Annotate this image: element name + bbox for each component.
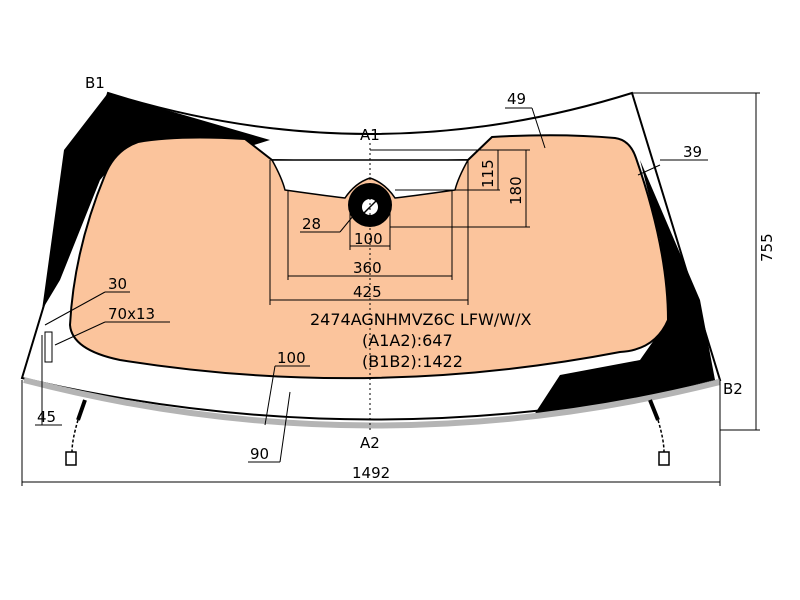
dim-30: 30: [108, 275, 127, 293]
frit-right: [532, 160, 715, 418]
dim-49: 49: [507, 90, 526, 108]
dim-425: 425: [353, 283, 382, 301]
dim-100-bottom: 100: [277, 349, 306, 367]
label-b1: B1: [85, 74, 105, 92]
label-a2: A2: [360, 434, 380, 452]
dim-1492: 1492: [352, 464, 390, 482]
sensor-diag: [356, 193, 384, 221]
dim-180: 180: [507, 176, 525, 205]
dim-28: 28: [302, 215, 321, 233]
connector-right: [648, 399, 670, 466]
label-b2: B2: [723, 380, 743, 398]
marker-rect: [44, 331, 53, 363]
connector-left: [65, 399, 87, 466]
product-a1a2: (A1A2):647: [362, 331, 453, 350]
dim-100-top: 100: [354, 230, 383, 248]
dim-lines: [21, 92, 760, 486]
product-b1b2: (B1B2):1422: [362, 352, 463, 371]
dim-360: 360: [353, 259, 382, 277]
dim-90: 90: [250, 445, 269, 463]
label-a1: A1: [360, 126, 380, 144]
dim-755: 755: [758, 233, 776, 262]
dim-39: 39: [683, 143, 702, 161]
bottom-seal: [23, 377, 721, 429]
product-code: 2474AGNHMVZ6C LFW/W/X: [310, 310, 531, 329]
dim-115: 115: [479, 159, 497, 188]
dim-45: 45: [37, 408, 56, 426]
dim-70x13: 70x13: [108, 305, 155, 323]
